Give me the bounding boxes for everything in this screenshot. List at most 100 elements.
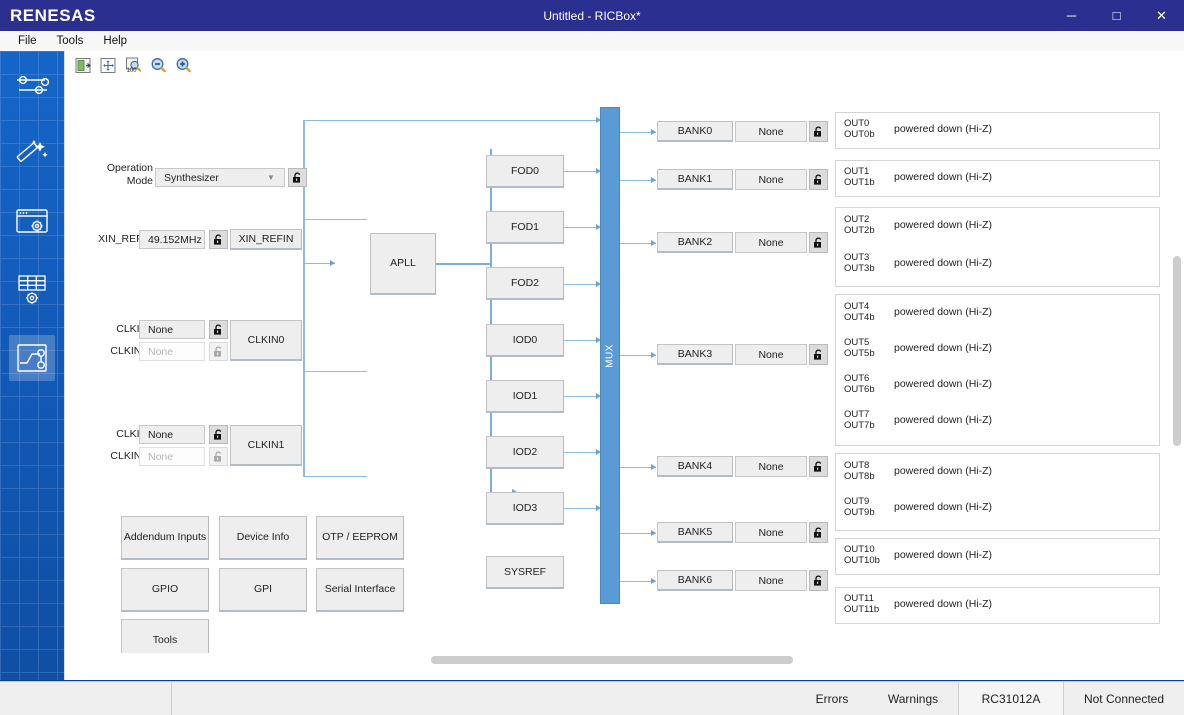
- output-row[interactable]: OUT10 OUT10b powered down (Hi-Z): [844, 544, 992, 566]
- horizontal-scrollbar-thumb[interactable]: [431, 656, 793, 664]
- gpi-button[interactable]: GPI: [219, 568, 307, 612]
- status-errors[interactable]: Errors: [815, 691, 849, 706]
- wire-mux-bank5: [620, 533, 656, 534]
- diagram-canvas[interactable]: 100: [64, 51, 1184, 681]
- status-warnings[interactable]: Warnings: [887, 691, 939, 706]
- bank1-lock-icon[interactable]: [809, 169, 828, 190]
- wire-iod0-mux: [563, 340, 601, 341]
- output-row[interactable]: OUT5 OUT5b powered down (Hi-Z): [844, 337, 992, 359]
- bank5-block[interactable]: BANK5: [657, 522, 733, 543]
- zoom-out-icon[interactable]: [148, 55, 168, 75]
- wire-apll-out: [435, 263, 491, 265]
- output-n-label: OUT11b: [844, 604, 880, 616]
- output-row[interactable]: OUT9 OUT9b powered down (Hi-Z): [844, 496, 992, 518]
- vertical-scrollbar-thumb[interactable]: [1173, 256, 1181, 446]
- zoom-in-icon[interactable]: [173, 55, 193, 75]
- clkin0b-input[interactable]: None: [139, 342, 205, 361]
- operation-mode-select[interactable]: Synthesizer: [155, 168, 285, 187]
- vertical-scrollbar[interactable]: [1170, 79, 1184, 659]
- iod2-block[interactable]: IOD2: [486, 436, 564, 469]
- sidebar-item-configuration[interactable]: [9, 199, 55, 245]
- clkin1b-input[interactable]: None: [139, 447, 205, 466]
- menu-item-help[interactable]: Help: [103, 35, 128, 47]
- gpio-button[interactable]: GPIO: [121, 568, 209, 612]
- clkin1-block[interactable]: CLKIN1: [230, 425, 302, 466]
- clkin0-input[interactable]: None: [139, 320, 205, 339]
- bank4-block[interactable]: BANK4: [657, 456, 733, 477]
- wire-mux-bank3: [620, 355, 656, 356]
- xin-refin-lock-icon[interactable]: [209, 230, 228, 249]
- bank3-lock-icon[interactable]: [809, 344, 828, 365]
- bank0-lock-icon[interactable]: [809, 121, 828, 142]
- sidebar-item-wizard[interactable]: [9, 131, 55, 177]
- fod2-block[interactable]: FOD2: [486, 267, 564, 300]
- output-group-bank1: OUT1 OUT1b powered down (Hi-Z): [835, 160, 1160, 197]
- menu-item-tools[interactable]: Tools: [56, 35, 84, 47]
- menu-item-file[interactable]: File: [18, 35, 37, 47]
- device-info-button[interactable]: Device Info: [219, 516, 307, 560]
- operation-mode-lock-icon[interactable]: [288, 168, 307, 187]
- export-image-icon[interactable]: [73, 55, 93, 75]
- bank1-value[interactable]: None: [735, 169, 807, 190]
- wire-mux-bank4: [620, 467, 656, 468]
- iod1-block[interactable]: IOD1: [486, 380, 564, 413]
- sidebar-item-block-diagram[interactable]: [9, 335, 55, 381]
- clkin1-input[interactable]: None: [139, 425, 205, 444]
- xin-refin-block[interactable]: XIN_REFIN: [230, 229, 302, 250]
- sidebar-item-registers[interactable]: [9, 267, 55, 313]
- output-row[interactable]: OUT11 OUT11b powered down (Hi-Z): [844, 593, 992, 615]
- wire-clkin0-out: [303, 371, 367, 372]
- output-row[interactable]: OUT1 OUT1b powered down (Hi-Z): [844, 166, 992, 188]
- otp-eeprom-button[interactable]: OTP / EEPROM: [316, 516, 404, 560]
- bank5-value[interactable]: None: [735, 522, 807, 543]
- bank5-lock-icon[interactable]: [809, 522, 828, 543]
- status-connection[interactable]: Not Connected: [1083, 691, 1165, 706]
- bank2-lock-icon[interactable]: [809, 232, 828, 253]
- clkin1b-lock-icon[interactable]: [209, 447, 228, 466]
- output-row[interactable]: OUT4 OUT4b powered down (Hi-Z): [844, 301, 992, 323]
- clkin1-lock-icon[interactable]: [209, 425, 228, 444]
- bank0-block[interactable]: BANK0: [657, 121, 733, 142]
- output-row[interactable]: OUT2 OUT2b powered down (Hi-Z): [844, 214, 992, 236]
- fod1-block[interactable]: FOD1: [486, 211, 564, 244]
- iod0-block[interactable]: IOD0: [486, 324, 564, 357]
- output-group-bank5: OUT10 OUT10b powered down (Hi-Z): [835, 538, 1160, 575]
- output-row[interactable]: OUT6 OUT6b powered down (Hi-Z): [844, 373, 992, 395]
- bank6-value[interactable]: None: [735, 570, 807, 591]
- sysref-block[interactable]: SYSREF: [486, 556, 564, 589]
- bank4-value[interactable]: None: [735, 456, 807, 477]
- status-device[interactable]: RC31012A: [958, 682, 1064, 715]
- mux-block[interactable]: MUX: [600, 107, 620, 604]
- clkin0-lock-icon[interactable]: [209, 320, 228, 339]
- fod0-block[interactable]: FOD0: [486, 155, 564, 188]
- output-p-label: OUT5: [844, 337, 870, 348]
- bank6-block[interactable]: BANK6: [657, 570, 733, 591]
- minimize-button[interactable]: ─: [1066, 8, 1077, 23]
- bank2-value[interactable]: None: [735, 232, 807, 253]
- horizontal-scrollbar[interactable]: [65, 653, 1171, 667]
- bank2-block[interactable]: BANK2: [657, 232, 733, 253]
- bank3-value[interactable]: None: [735, 344, 807, 365]
- output-row[interactable]: OUT0 OUT0b powered down (Hi-Z): [844, 118, 992, 140]
- bank6-lock-icon[interactable]: [809, 570, 828, 591]
- bank4-lock-icon[interactable]: [809, 456, 828, 477]
- clkin0b-lock-icon[interactable]: [209, 342, 228, 361]
- clkin0-block[interactable]: CLKIN0: [230, 320, 302, 361]
- xin-refin-input[interactable]: 49.152MHz: [139, 230, 205, 249]
- bank1-block[interactable]: BANK1: [657, 169, 733, 190]
- sidebar-item-settings[interactable]: [9, 63, 55, 109]
- iod3-block[interactable]: IOD3: [486, 492, 564, 525]
- bank0-value[interactable]: None: [735, 121, 807, 142]
- wire-iod1-mux: [563, 396, 601, 397]
- maximize-button[interactable]: □: [1112, 8, 1121, 23]
- close-button[interactable]: ✕: [1156, 7, 1167, 23]
- serial-interface-button[interactable]: Serial Interface: [316, 568, 404, 612]
- zoom-100-icon[interactable]: 100: [123, 55, 143, 75]
- bank3-block[interactable]: BANK3: [657, 344, 733, 365]
- fit-to-window-icon[interactable]: [98, 55, 118, 75]
- output-row[interactable]: OUT3 OUT3b powered down (Hi-Z): [844, 252, 992, 274]
- output-row[interactable]: OUT8 OUT8b powered down (Hi-Z): [844, 460, 992, 482]
- apll-block[interactable]: APLL: [370, 233, 436, 295]
- output-row[interactable]: OUT7 OUT7b powered down (Hi-Z): [844, 409, 992, 431]
- addendum-inputs-button[interactable]: Addendum Inputs: [121, 516, 209, 560]
